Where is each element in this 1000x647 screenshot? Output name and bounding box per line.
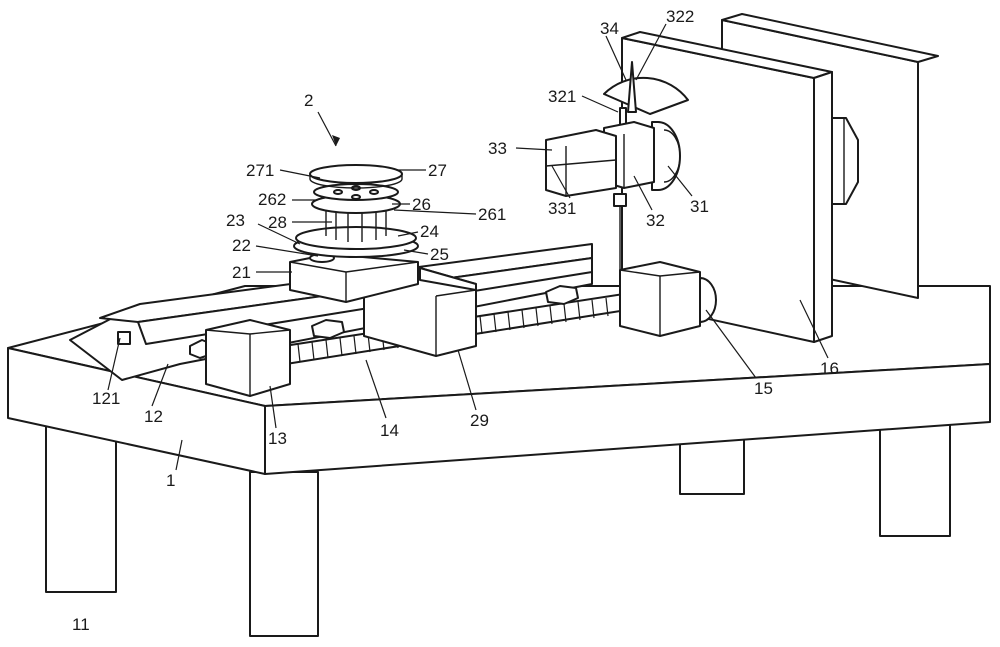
label-16: 16: [820, 359, 839, 378]
label-31: 31: [690, 197, 709, 216]
motor-cap: [699, 277, 717, 323]
rail-slot-121: [117, 331, 131, 345]
side-plate-edge: [813, 71, 833, 343]
label-32: 32: [646, 211, 665, 230]
label-12: 12: [144, 407, 163, 426]
label-321: 321: [548, 87, 576, 106]
table-side-face: [264, 363, 991, 475]
rotating-assembly: [293, 164, 419, 263]
label-331: 331: [548, 199, 576, 218]
label-271: 271: [246, 161, 274, 180]
label-34: 34: [600, 19, 619, 38]
bottom-nut: [613, 193, 627, 207]
nut-left: [311, 319, 345, 339]
label-27: 27: [428, 161, 447, 180]
label-25: 25: [430, 245, 449, 264]
block-13-body: [205, 319, 291, 397]
label-29: 29: [470, 411, 489, 430]
bearing-block-13: [205, 319, 291, 397]
label-1: 1: [166, 471, 175, 490]
label-2: 2: [304, 91, 313, 110]
label-26: 26: [412, 195, 431, 214]
label-262: 262: [258, 190, 286, 209]
label-24: 24: [420, 222, 439, 241]
rear-plate-back-top: [721, 13, 939, 63]
label-23: 23: [226, 211, 245, 230]
blade-322: [627, 61, 637, 113]
label-22: 22: [232, 236, 251, 255]
disc-hole-1: [333, 189, 343, 195]
label-28: 28: [268, 213, 287, 232]
label-21: 21: [232, 263, 251, 282]
motor-block-15: [619, 261, 717, 337]
disc-hole-4: [351, 194, 361, 200]
label-11: 11: [72, 615, 90, 634]
label-322: 322: [666, 7, 694, 26]
top-disc-27: [309, 164, 403, 184]
leg-front-left: [45, 419, 117, 593]
plate-24: [295, 226, 417, 250]
blade-guard-34: [603, 76, 689, 115]
label-121: 121: [92, 389, 120, 408]
label-15: 15: [754, 379, 773, 398]
label-14: 14: [380, 421, 399, 440]
leg-front-right: [249, 471, 319, 637]
label-33: 33: [488, 139, 507, 158]
disc-hole-3: [369, 189, 379, 195]
part-labels: 2 121 12 1 13 14 29 15 16 11 21 22 23 24…: [72, 7, 839, 634]
label-13: 13: [268, 429, 287, 448]
leader-lines: [107, 23, 829, 471]
nut-right: [545, 285, 579, 305]
label-261: 261: [478, 205, 506, 224]
